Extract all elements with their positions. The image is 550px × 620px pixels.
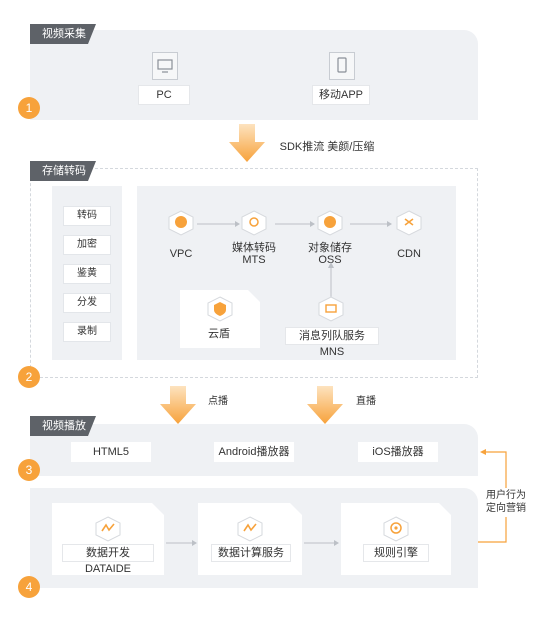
- down-arrow-live: [307, 386, 343, 424]
- mobile-icon: [329, 52, 355, 80]
- mts-icon: [241, 210, 267, 236]
- live-label: 直播: [356, 396, 376, 407]
- engine-icon: [383, 516, 409, 542]
- compute-label: 数据计算服务: [212, 545, 290, 561]
- feature-encrypt: 加密: [64, 236, 110, 254]
- mts-label-line2: MTS: [242, 254, 266, 266]
- feedback-label-line2: 定向营销: [486, 503, 526, 514]
- cdn-label: CDN: [397, 248, 421, 260]
- storage-dashed-border: [30, 168, 478, 378]
- down-arrow-1: [229, 124, 265, 162]
- feedback-label-line1: 用户行为: [486, 490, 526, 501]
- capture-tag: 视频采集: [30, 24, 96, 44]
- mns-icon: [318, 296, 344, 322]
- mns-to-oss-arrow: [328, 262, 334, 298]
- feedback-label: 用户行为 定向营销: [484, 488, 528, 517]
- pc-icon: [152, 52, 178, 80]
- playback-tag: 视频播放: [30, 416, 96, 436]
- compute-icon: [237, 516, 263, 542]
- oss-icon: [317, 210, 343, 236]
- capture-panel: [30, 30, 478, 120]
- feature-distribute: 分发: [64, 294, 110, 312]
- flow-arrows-storage: [197, 221, 392, 227]
- step-number-1: 1: [18, 97, 40, 119]
- feature-transcode: 转码: [64, 207, 110, 225]
- oss-label-line1: 对象储存: [308, 242, 352, 254]
- vpc-icon: [168, 210, 194, 236]
- step-number-2: 2: [18, 366, 40, 388]
- mobile-app-label: 移动APP: [313, 86, 369, 104]
- vpc-label: VPC: [169, 248, 193, 260]
- cdn-icon: [396, 210, 422, 236]
- step-number-4: 4: [18, 576, 40, 598]
- shield-label: 云盾: [208, 328, 230, 340]
- ios-player: iOS播放器: [358, 442, 438, 462]
- dataide-label: 数据开发DATAIDE: [63, 545, 153, 575]
- android-player: Android播放器: [214, 442, 294, 462]
- down-arrow-vod: [160, 386, 196, 424]
- mts-label-line1: 媒体转码: [232, 242, 276, 254]
- step-number-3: 3: [18, 459, 40, 481]
- pc-label: PC: [139, 86, 189, 104]
- html5-player: HTML5: [71, 442, 151, 462]
- dataide-icon: [95, 516, 121, 542]
- flow-arrows-analytics: [166, 540, 339, 546]
- mns-label: 消息列队服务 MNS: [286, 328, 378, 358]
- push-stream-label: SDK推流 美颜/压缩: [276, 138, 378, 156]
- engine-label: 规则引擎: [364, 545, 428, 561]
- storage-tag: 存储转码: [30, 161, 96, 181]
- vod-label: 点播: [208, 396, 228, 407]
- feature-record: 录制: [64, 323, 110, 341]
- feature-porn-detect: 鉴黄: [64, 265, 110, 283]
- oss-label-line2: OSS: [318, 254, 342, 266]
- shield-icon: [207, 296, 233, 322]
